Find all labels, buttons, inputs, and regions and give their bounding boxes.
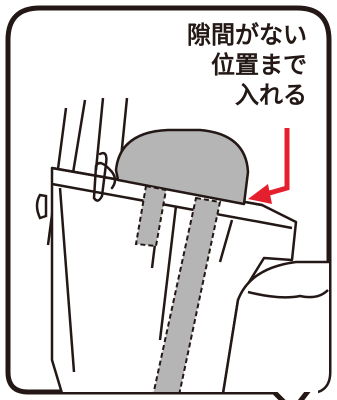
down-left-arrow-icon (248, 128, 290, 204)
caption-line-3: 入れる (235, 81, 307, 109)
device-side-knob (35, 193, 48, 220)
caption-line-1: 隙間がない (187, 21, 307, 49)
gray-strap-long (150, 196, 222, 392)
lower-housing-curve (247, 289, 329, 299)
wire-clip (92, 151, 117, 202)
holder-top-edge-inner (51, 182, 293, 230)
instruction-caption: 隙間がない 位置まで 入れる (187, 20, 307, 110)
caption-line-2: 位置まで (211, 51, 307, 79)
gray-dome-part (114, 128, 250, 206)
gray-strap-left (134, 184, 168, 248)
